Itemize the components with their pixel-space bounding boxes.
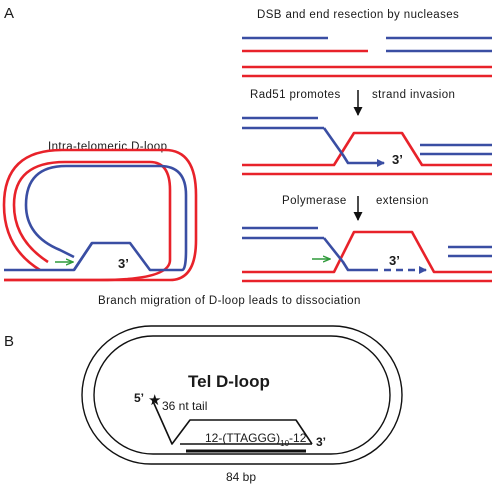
dsb-duplex xyxy=(242,36,492,78)
tel-dloop-title: Tel D-loop xyxy=(188,372,270,391)
length-label: 84 bp xyxy=(226,470,256,484)
three-prime-label: 3’ xyxy=(316,435,326,449)
step3-3prime: 3’ xyxy=(389,253,400,268)
five-prime-label: 5’ xyxy=(134,391,144,405)
step2-left-text: Rad51 promotes xyxy=(250,89,341,101)
repeat-main: 12-(TTAGGG) xyxy=(205,431,280,445)
polymerase-extension-structure xyxy=(242,226,492,283)
tail-label: 36 nt tail xyxy=(162,399,207,413)
branch-migration-caption: Branch migration of D-loop leads to diss… xyxy=(98,295,361,307)
repeat-end: -12 xyxy=(289,431,307,445)
step2-3prime: 3’ xyxy=(392,152,403,167)
step1-text: DSB and end resection by nucleases xyxy=(257,9,459,21)
star-icon: ★ xyxy=(148,392,161,409)
strand-invasion-structure xyxy=(242,116,492,176)
loop-3prime: 3’ xyxy=(118,256,129,271)
repeat-subscript: 10 xyxy=(280,439,289,448)
repeat-label: 12-(TTAGGG)10-12 xyxy=(205,431,307,448)
step2-right-text: strand invasion xyxy=(372,89,455,101)
intra-telomeric-loop xyxy=(2,148,198,282)
step3-left-text: Polymerase xyxy=(282,195,347,207)
step3-right-text: extension xyxy=(376,195,429,207)
tel-dloop-diagram xyxy=(81,325,403,465)
panel-a-label: A xyxy=(4,5,14,22)
panel-b-label: B xyxy=(4,333,14,350)
